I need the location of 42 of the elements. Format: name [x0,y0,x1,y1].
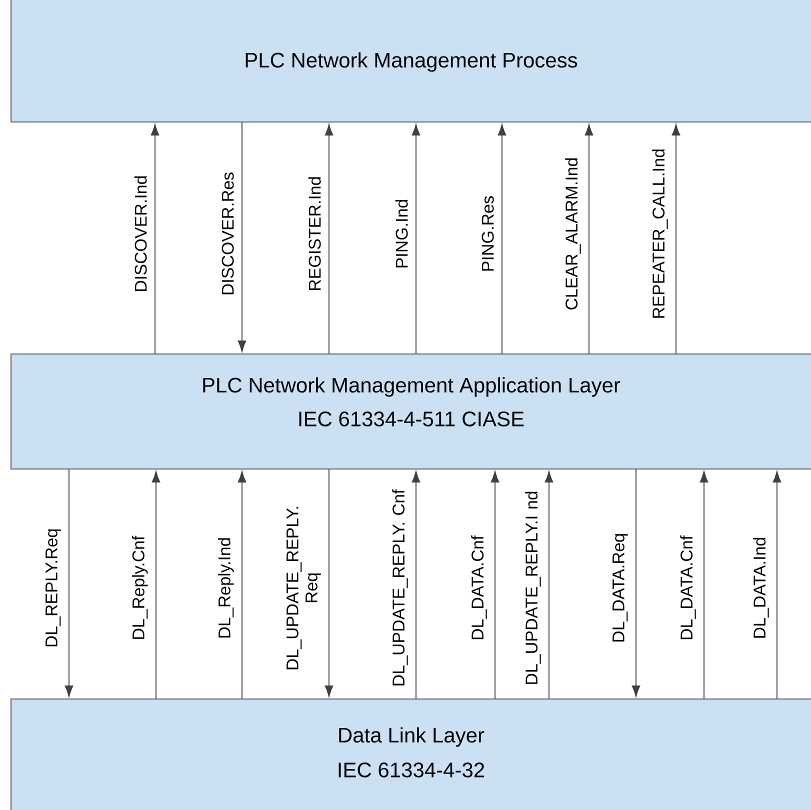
edge-label: DL_Reply.Cnf [132,536,148,639]
edge-label: DL_DATA.Ind [753,538,769,638]
edge-label: CLEAR_ALARM.Ind [565,158,581,310]
arrow [238,471,246,699]
arrow [772,471,782,699]
layer-box [10,698,811,810]
arrow [490,471,500,699]
edge-label: REGISTER.Ind [308,177,321,290]
arrow [672,124,680,354]
layer-title: PLC Network Management Application Layer [203,377,620,397]
edge-label: DL_UPDATE_REPLY. Req [286,506,321,670]
edge-label: DL_UPDATE_REPLY. Cnf [392,489,408,686]
layer-title: PLC Network Management Process [246,52,578,72]
arrow [632,468,640,697]
arrow [324,468,334,697]
edge-label: PING.Ind [395,200,408,268]
edge-label: DL_DATA.Req [612,534,628,642]
layer-title: IEC 61334-4-511 CIASE [299,412,524,426]
arrow [700,471,708,699]
edge-label: DL_UPDATE_REPLY.I nd [525,492,541,684]
arrow [324,124,334,354]
arrow [152,471,160,699]
layer-box [10,353,811,470]
edge-label: DL_REPLY.Req [46,529,61,646]
arrow [412,471,420,699]
arrow [412,124,420,354]
arrow [584,124,594,354]
edge-label: DL_DATA.Cnf [471,535,487,640]
layer-box [10,0,811,122]
edge-label: DL_DATA.Cnf [680,535,696,640]
edge-label: DL_Reply.Ind [218,538,234,638]
layer-title: Data Link Layer [339,727,484,747]
arrow [150,124,160,354]
edge-label: PING.Res [482,196,494,271]
edge-label: REPEATER_CALL.Ind [652,150,668,318]
edge-label: DISCOVER.Res [222,172,234,294]
layer-title: IEC 61334-4-32 [338,762,484,778]
arrow [544,471,554,699]
edge-label: DISCOVER.Ind [134,176,147,291]
arrow [64,468,74,697]
arrow [238,122,246,352]
arrow [498,124,506,354]
